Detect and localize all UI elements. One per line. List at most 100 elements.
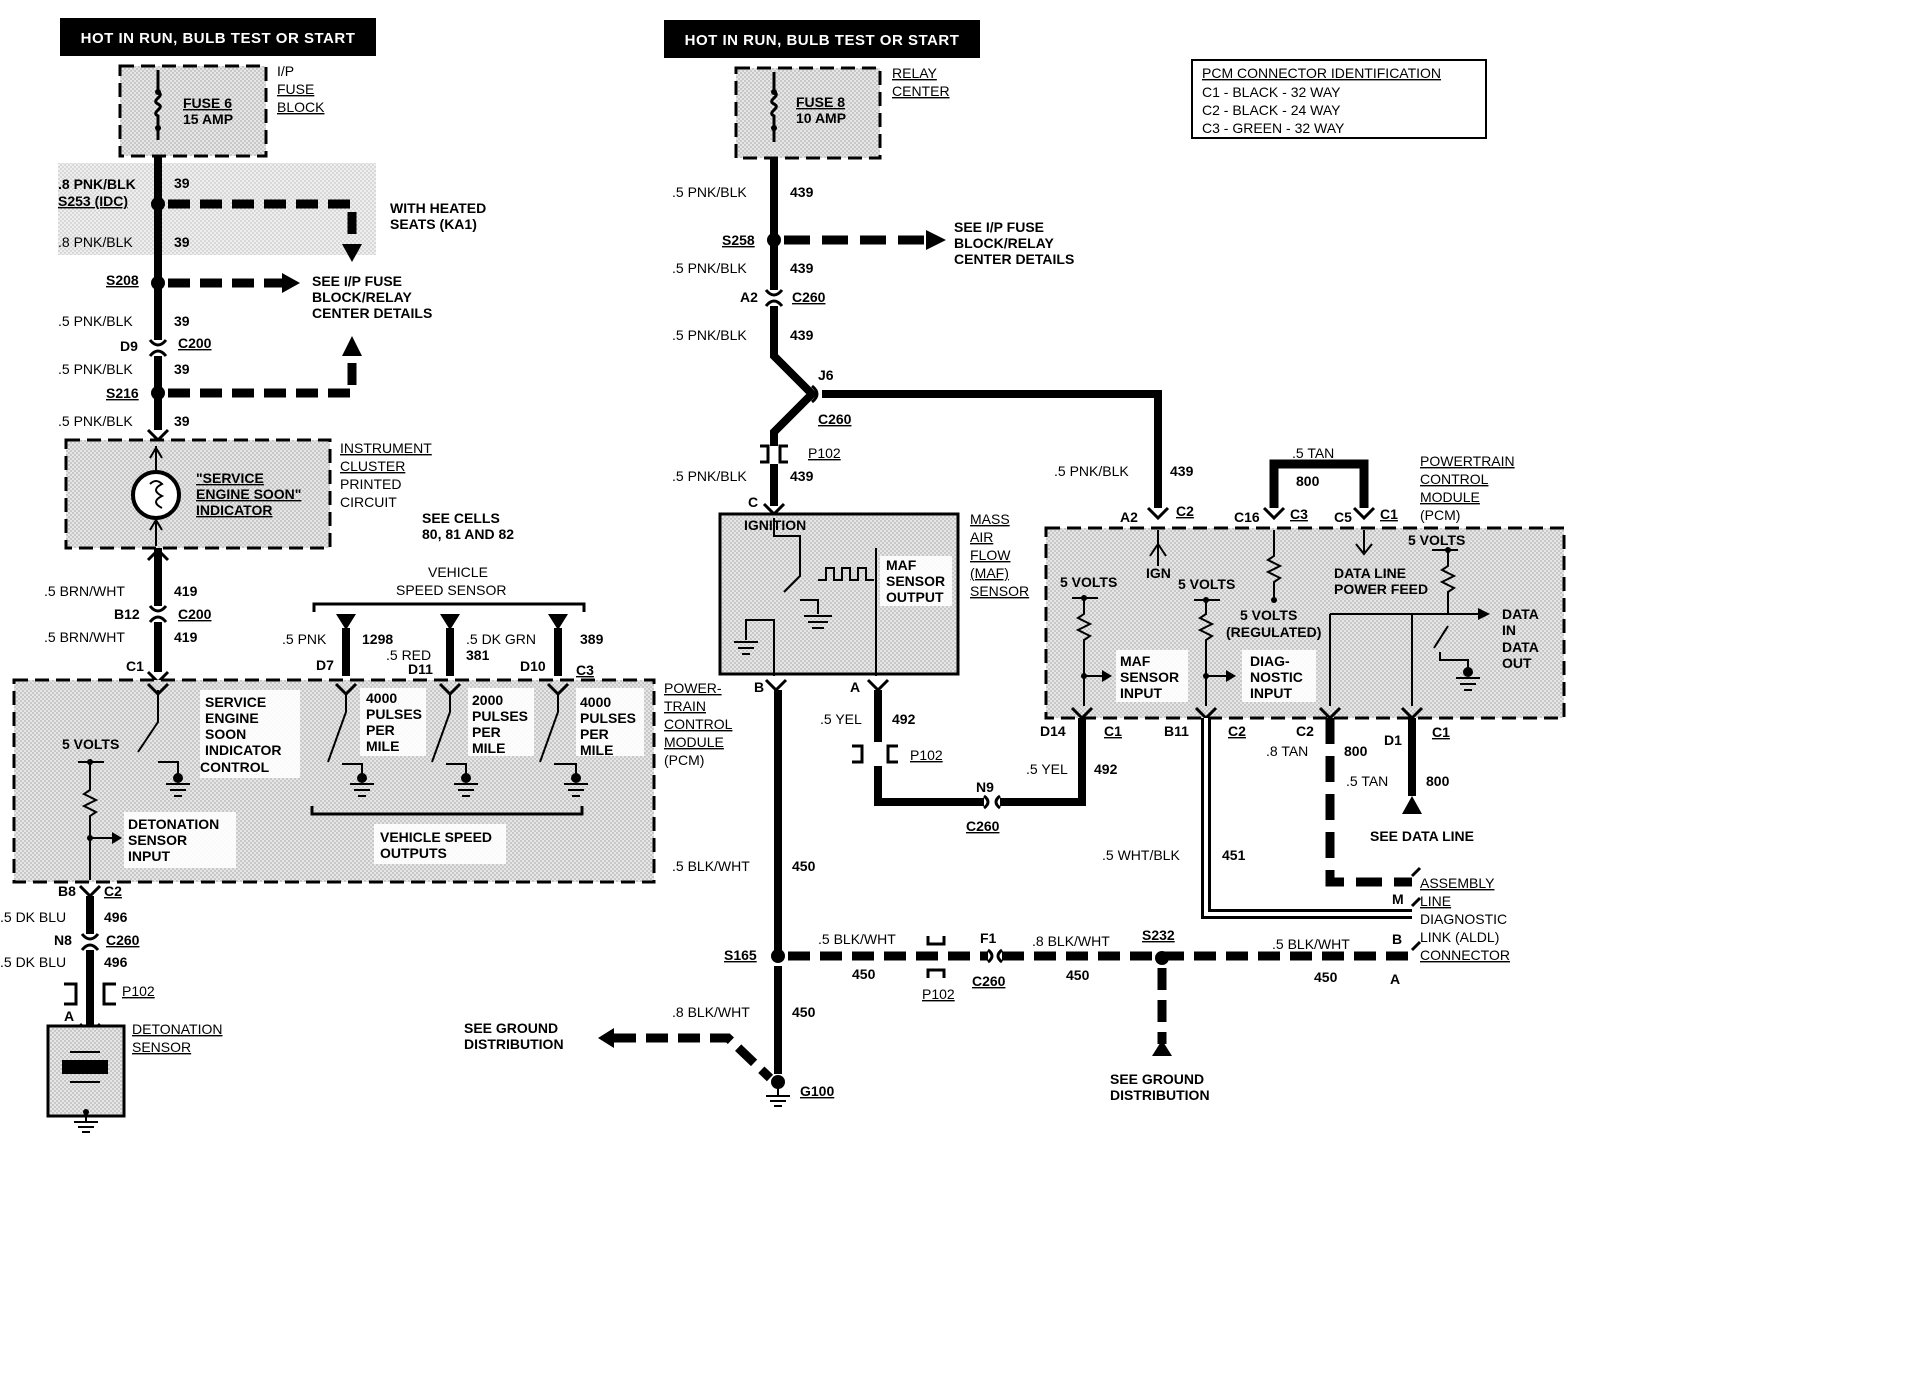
pulses1-4: MILE xyxy=(366,738,399,754)
data-feed-2: POWER FEED xyxy=(1334,581,1428,597)
pcm-a2-pin: A2 xyxy=(1120,509,1138,525)
ses-control-1: SERVICE xyxy=(205,694,266,710)
vss-title-1: VEHICLE xyxy=(428,564,488,580)
see-ground-a-1: SEE GROUND xyxy=(464,1020,558,1036)
a2-pin: A2 xyxy=(740,289,758,305)
service-engine-soon-lamp xyxy=(131,470,181,520)
right-w9-circuit: 800 xyxy=(1426,773,1450,789)
tan-size: .5 TAN xyxy=(1292,445,1334,461)
pcm-c1a-label: C1 xyxy=(1380,506,1398,522)
wire-800-to-aldl xyxy=(1325,718,1412,887)
vss3-conn: C3 xyxy=(576,662,594,678)
right-w6-size: .5 YEL xyxy=(1026,761,1068,777)
left-fuse-name: FUSE 6 xyxy=(183,95,232,111)
right-w11-size: .5 BLK/WHT xyxy=(672,858,750,874)
ses-control-4: INDICATOR xyxy=(205,742,281,758)
left-pin-a: A xyxy=(64,1008,74,1024)
right-w3-size: .5 PNK/BLK xyxy=(672,327,747,343)
aldl-m-pin: M xyxy=(1392,891,1404,907)
ignition-label: IGNITION xyxy=(744,517,806,533)
left-p102-label: P102 xyxy=(122,983,155,999)
pcm-connector-id-box xyxy=(1191,59,1487,139)
ign-label: IGN xyxy=(1146,565,1171,581)
maf-output-2: SENSOR xyxy=(886,573,945,589)
n9-pin: N9 xyxy=(976,779,994,795)
right-pcm-title-1: POWERTRAIN xyxy=(1420,453,1515,469)
ip-fuse-block-3: BLOCK xyxy=(277,99,325,115)
s208-label: S208 xyxy=(106,272,139,288)
five-volts-b: 5 VOLTS xyxy=(1178,576,1235,592)
left-w1-size: .8 PNK/BLK xyxy=(58,176,136,192)
maf-input-2: SENSOR xyxy=(1120,669,1179,685)
maf-input-3: INPUT xyxy=(1120,685,1162,701)
wiring-diagram: HOT IN RUN, BULB TEST OR START FUSE 6 15… xyxy=(0,18,1566,1133)
vss-title-2: SPEED SENSOR xyxy=(396,582,506,598)
j6-pin: J6 xyxy=(818,367,834,383)
ses-control-5: CONTROL xyxy=(200,759,270,775)
left-see-ip-3: CENTER DETAILS xyxy=(312,305,432,321)
ip-fuse-block-2: FUSE xyxy=(277,81,314,97)
pulses3-3: PER xyxy=(580,726,609,742)
see-cells-1: SEE CELLS xyxy=(422,510,500,526)
maf-input-1: MAF xyxy=(1120,653,1151,669)
c260a-connector xyxy=(764,289,784,307)
maf-output-3: OUTPUT xyxy=(886,589,944,605)
right-power-header-bg xyxy=(664,20,980,58)
c260c-label: C260 xyxy=(966,818,1000,834)
right-wire-439 xyxy=(770,158,818,506)
right-w2-size: .5 PNK/BLK xyxy=(672,260,747,276)
left-pcm-1: POWER- xyxy=(664,680,722,696)
vss-outputs-bracket xyxy=(310,806,584,816)
right-w8-size: .8 TAN xyxy=(1266,743,1308,759)
vss2-pin: D11 xyxy=(408,661,433,677)
vss1-size: .5 PNK xyxy=(282,631,327,647)
s165-label: S165 xyxy=(724,947,757,963)
maf-pulse-train xyxy=(818,567,874,581)
left-fuse-box xyxy=(118,64,268,158)
right-w15-size: .8 BLK/WHT xyxy=(672,1004,750,1020)
right-pcm-title-4: (PCM) xyxy=(1420,507,1460,523)
c260b-label: C260 xyxy=(818,411,852,427)
cluster-3: PRINTED xyxy=(340,476,401,492)
maf-title-1: MASS xyxy=(970,511,1010,527)
vss2-size: .5 RED xyxy=(386,647,431,663)
det-input-3: INPUT xyxy=(128,848,170,864)
pcm-id-line-1: C1 - BLACK - 32 WAY xyxy=(1202,84,1341,100)
vss3-pin: D10 xyxy=(520,658,546,674)
tan-circuit: 800 xyxy=(1296,473,1320,489)
c200a-connector xyxy=(148,339,168,357)
s253-splice xyxy=(151,197,165,211)
right-pcm-title-2: CONTROL xyxy=(1420,471,1489,487)
right-w13-circuit: 450 xyxy=(1066,967,1090,983)
d9-pin: D9 xyxy=(120,338,138,354)
left-pcm-box xyxy=(12,678,656,884)
c2c-pin: C2 xyxy=(1296,723,1314,739)
right-pin-c: C xyxy=(748,494,758,510)
right-w8-circuit: 800 xyxy=(1344,743,1368,759)
right-w5-size: .5 YEL xyxy=(820,711,862,727)
s258-label: S258 xyxy=(722,232,755,248)
left-pcm-2: TRAIN xyxy=(664,698,706,714)
maf-output-1: MAF xyxy=(886,557,917,573)
data-in-2: IN xyxy=(1502,622,1516,638)
c200b-label: C200 xyxy=(178,606,212,622)
relay-center-2: CENTER xyxy=(892,83,950,99)
d1-pin: D1 xyxy=(1384,732,1402,748)
right-w13-size: .8 BLK/WHT xyxy=(1032,933,1110,949)
right-pin-a: A xyxy=(850,679,860,695)
right-pcm-title-3: MODULE xyxy=(1420,489,1480,505)
vss3-size: .5 DK GRN xyxy=(466,631,536,647)
aldl-a-pin: A xyxy=(1390,971,1400,987)
left-c1-pin: C1 xyxy=(126,658,144,674)
right-p102c-label: P102 xyxy=(922,986,955,1002)
right-w10-circuit: 451 xyxy=(1222,847,1246,863)
pcm-c5-pin: C5 xyxy=(1334,509,1352,525)
right-w9-size: .5 TAN xyxy=(1346,773,1388,789)
left-pcm-3: CONTROL xyxy=(664,716,733,732)
aldl-2: LINE xyxy=(1420,893,1451,909)
b8-pin: B8 xyxy=(58,883,76,899)
right-w7-circuit: 439 xyxy=(1170,463,1194,479)
g100-ground-point xyxy=(771,1075,785,1089)
five-volts-a: 5 VOLTS xyxy=(1060,574,1117,590)
left-w2-size: .8 PNK/BLK xyxy=(58,234,133,250)
